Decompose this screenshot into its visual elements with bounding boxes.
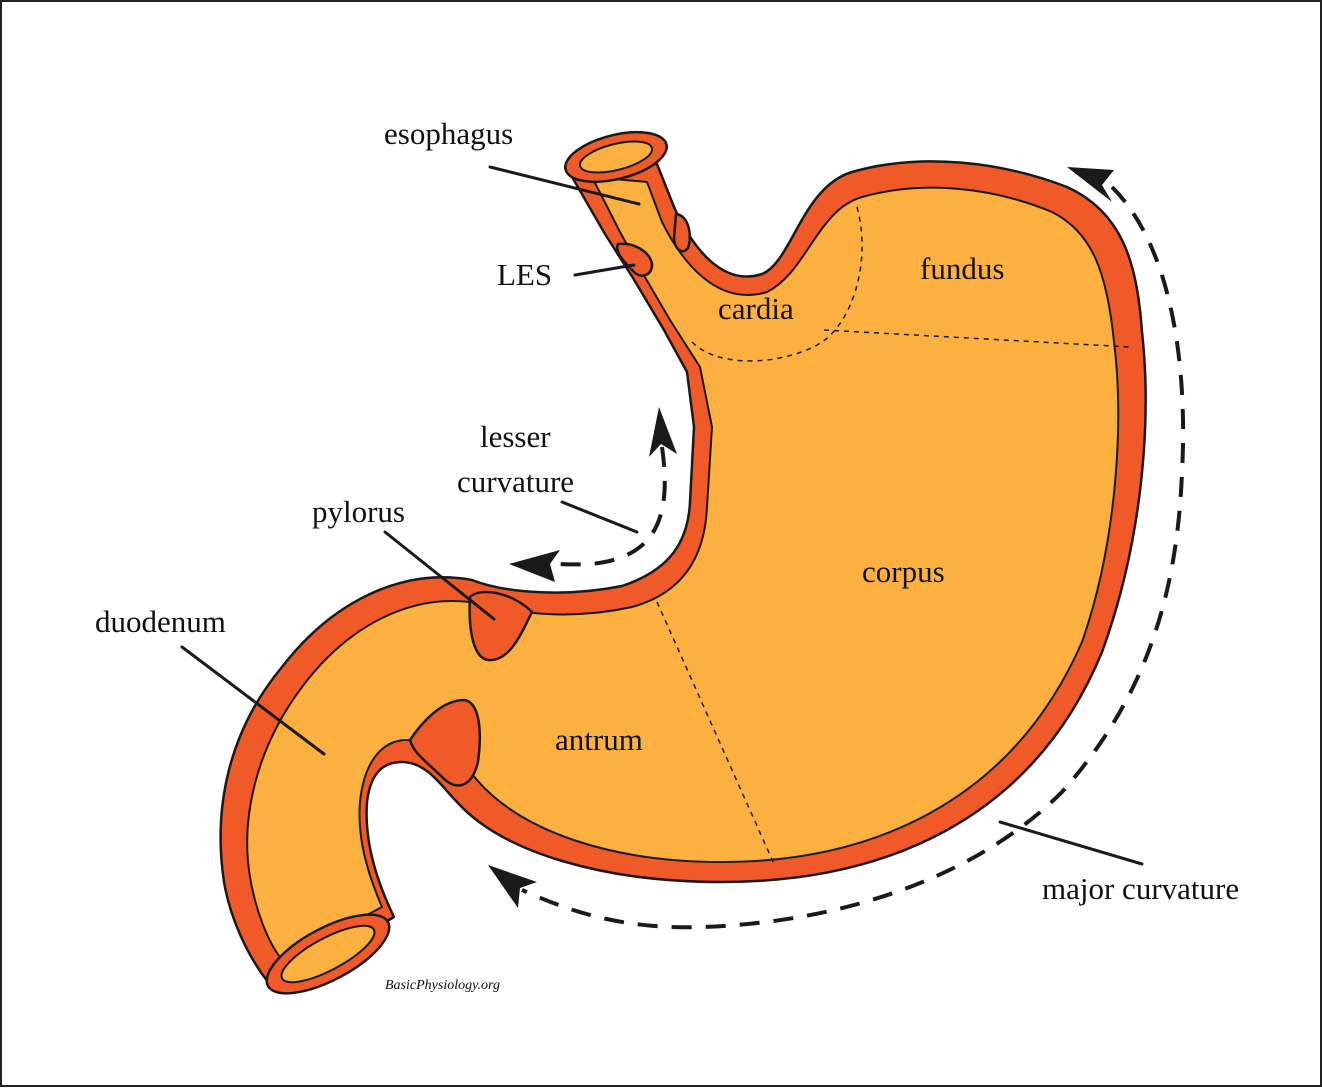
label-les: LES <box>497 257 552 292</box>
pylorus-sphincter <box>468 590 534 662</box>
lesser-curvature-arrowhead-top <box>649 407 677 457</box>
major-curvature-arrowhead-top <box>1067 167 1114 202</box>
label-esophagus: esophagus <box>384 116 513 151</box>
label-pylorus: pylorus <box>312 494 405 529</box>
cardia-boundary <box>691 206 863 362</box>
credit-text: BasicPhysiology.org <box>385 978 500 993</box>
les-bump <box>615 242 654 277</box>
label-fundus: fundus <box>920 251 1004 286</box>
label-corpus: corpus <box>862 554 945 589</box>
esophagus-bump <box>672 212 692 253</box>
lesser-curvature-arrow <box>553 446 667 567</box>
lesser-curvature-leader <box>560 500 639 534</box>
major-curvature-arrowhead-bottom <box>488 865 537 908</box>
label-cardia: cardia <box>718 291 794 326</box>
label-antrum: antrum <box>555 722 643 757</box>
esophagus-opening <box>578 140 654 174</box>
duodenum-bulge <box>408 698 481 787</box>
label-duodenum: duodenum <box>95 604 226 639</box>
lesser-curvature-arrowhead-left <box>509 550 560 582</box>
label-lesser-curvature-2: curvature <box>457 464 574 499</box>
esophagus-leader <box>488 165 641 206</box>
label-major-curvature: major curvature <box>1042 871 1239 906</box>
les-leader <box>573 263 636 277</box>
major-curvature-leader <box>998 820 1144 866</box>
major-curvature-arrow <box>521 185 1186 930</box>
duodenum-opening <box>280 924 376 984</box>
duodenum-leader <box>180 645 326 756</box>
corpus-antrum-boundary <box>656 601 775 865</box>
pylorus-leader <box>383 530 496 621</box>
label-lesser-curvature-1: lesser <box>480 419 551 454</box>
fundus-corpus-boundary <box>823 329 1131 348</box>
